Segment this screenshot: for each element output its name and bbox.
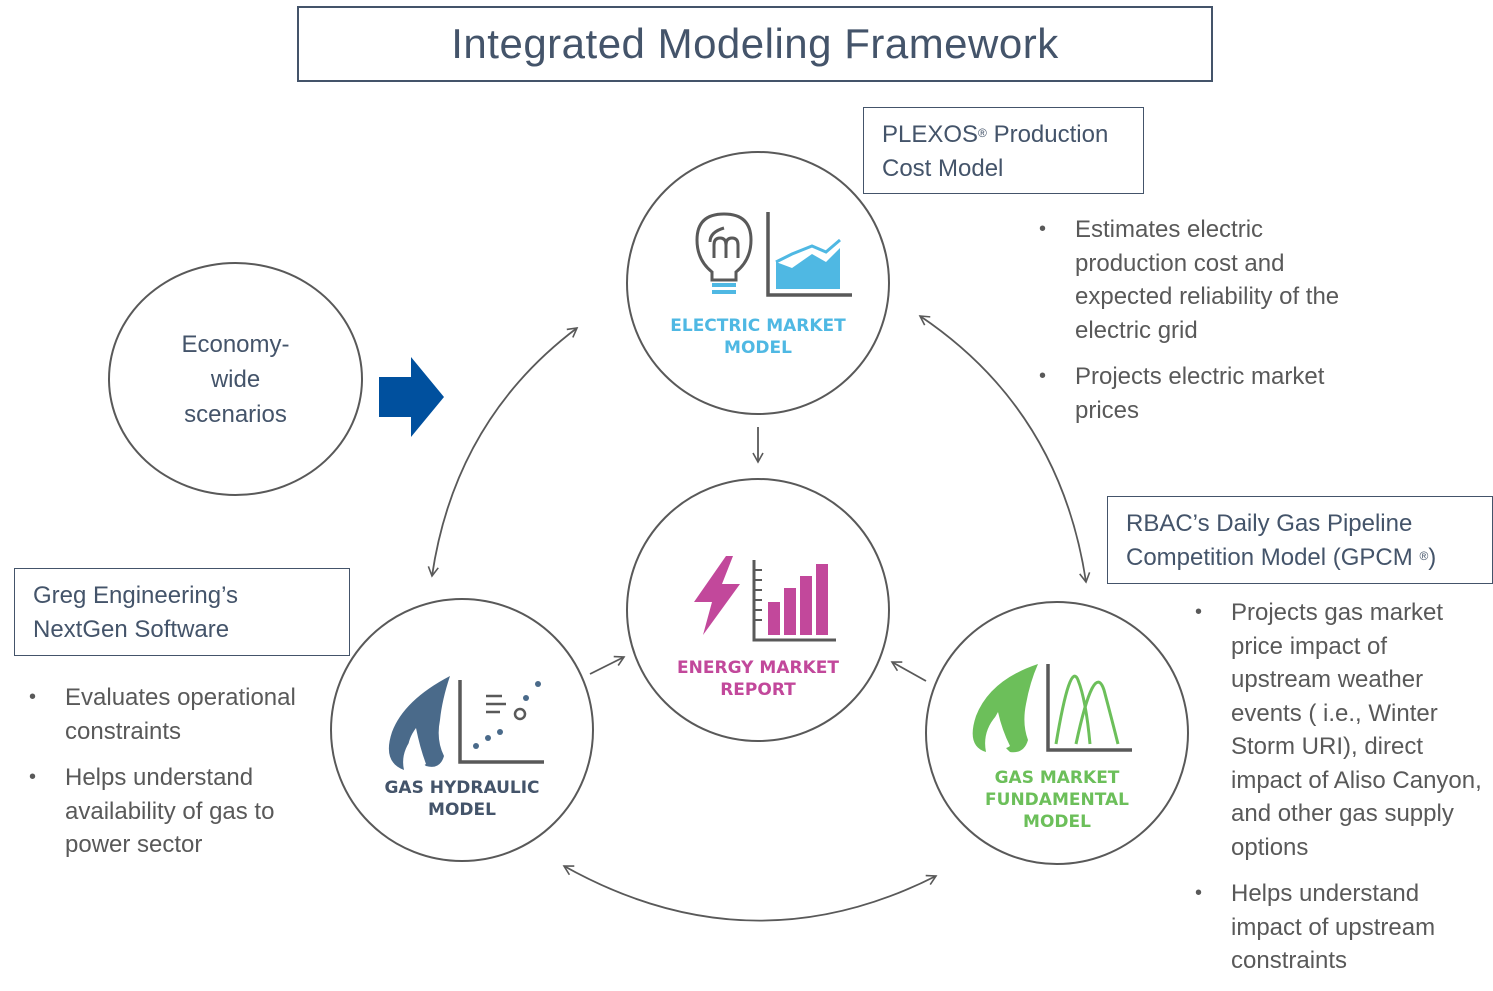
electric-model-label: ELECTRIC MARKET MODEL [648,315,868,359]
electric-bullet-list: Estimates electric production cost and e… [1035,213,1365,440]
list-item: Projects electric market prices [1035,360,1365,427]
list-item: Estimates electric production cost and e… [1035,213,1365,347]
gas-fundamental-label-line: GAS MARKET [994,768,1120,788]
energy-report-label: ENERGY MARKET REPORT [648,657,868,701]
bar-chart-icon [752,560,836,642]
rbac-text: ) [1428,544,1437,571]
plexos-label-box: PLEXOS® Production Cost Model [863,107,1144,194]
gas-hydraulic-label: GAS HYDRAULIC MODEL [352,777,572,821]
list-item: Projects gas market price impact of upst… [1191,596,1491,864]
energy-report-label-line: ENERGY MARKET [677,658,839,678]
arrow-electric-fundamental [918,315,1091,584]
economy-line: Economy- [181,330,290,358]
arrow-hydraulic-electric [427,327,579,578]
plexos-line: Cost Model [882,155,1004,182]
economy-scenarios-circle: Economy- wide scenarios [108,262,363,496]
arrow-fundamental-energy [890,661,927,682]
lightbulb-base [712,283,736,287]
leaf-flame-icon [972,664,1038,753]
gas-fundamental-label: GAS MARKET FUNDAMENTAL MODEL [947,767,1167,833]
rbac-line: Competition Model (GPCM ®) [1126,541,1474,575]
greg-line: Greg Engineering’s [33,582,239,609]
arrow-hydraulic-energy [589,655,626,675]
gas-hydraulic-label-line: MODEL [428,800,496,820]
gas-hydraulic-circle [330,598,594,862]
bell-curve-icon [1046,664,1132,752]
flame-icon [388,676,450,770]
economy-line: scenarios [184,400,287,428]
plexos-name: PLEXOS [882,121,979,148]
area-chart-icon [766,212,852,297]
electric-model-label-line: MODEL [724,338,792,358]
gas-hydraulic-label-line: GAS HYDRAULIC [384,778,540,798]
economy-line: wide [210,365,261,393]
energy-report-label-line: REPORT [720,680,796,700]
registered-mark: ® [1419,549,1429,563]
rbac-label-box: RBAC’s Daily Gas Pipeline Competition Mo… [1107,496,1493,584]
electric-model-circle [626,151,890,415]
rbac-text: Competition Model (GPCM [1126,544,1420,571]
lightbulb-base [712,290,736,294]
lightbulb-icon [695,212,753,282]
title-box: Integrated Modeling Framework [297,6,1213,82]
rbac-line: RBAC’s Daily Gas Pipeline [1126,510,1413,537]
registered-mark: ® [978,126,987,140]
arrow-hydraulic-fundamental [562,865,938,922]
flame-inner-icon [408,728,426,767]
gas-fundamental-label-line: FUNDAMENTAL [985,790,1129,810]
list-item: Evaluates operational constraints [25,681,315,748]
greg-label-box: Greg Engineering’s NextGen Software [14,568,350,656]
energy-report-circle [626,478,890,742]
gas-fundamental-circle [925,601,1189,865]
lightning-icon [694,556,740,635]
right-arrow-icon [379,357,444,437]
list-item: Helps understand impact of upstream cons… [1191,877,1491,978]
plexos-word: Production [993,121,1109,148]
gas-fundamental-label-line: MODEL [1023,812,1091,832]
plexos-line: PLEXOS® Production [882,118,1125,152]
gas-hydraulic-bullet-list: Evaluates operational constraints Helps … [25,681,315,875]
gas-fundamental-bullet-list: Projects gas market price impact of upst… [1191,596,1491,991]
greg-line: NextGen Software [33,616,230,643]
page-title: Integrated Modeling Framework [451,20,1059,67]
scatter-chart-icon [458,680,544,764]
leaf-flame-inner-icon [991,712,1010,749]
list-item: Helps understand availability of gas to … [25,761,315,862]
electric-model-label-line: ELECTRIC MARKET [670,316,846,336]
